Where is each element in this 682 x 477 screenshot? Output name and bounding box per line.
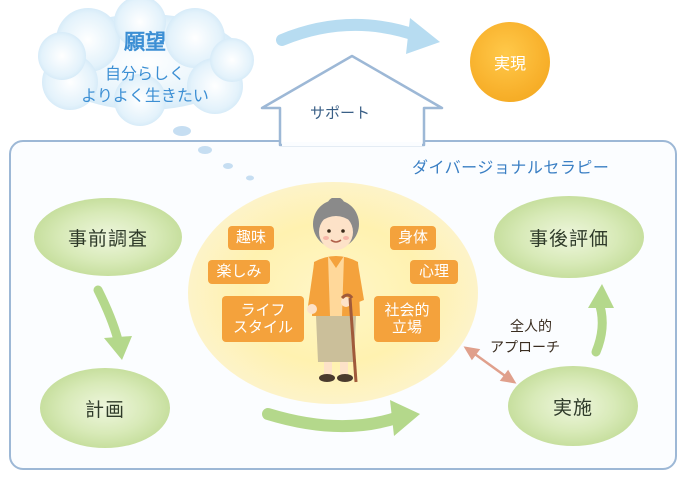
holistic-label-1: 全人的: [510, 319, 552, 335]
goal-circle: 実現: [470, 22, 550, 102]
step-pre-survey: 事前調査: [34, 198, 182, 276]
aspect-lifestyle: ライフ スタイル: [222, 296, 304, 342]
frame-title: ダイバージョナルセラピー: [412, 158, 610, 177]
wish-line-2: よりよく生きたい: [81, 86, 209, 105]
aspect-fun: 楽しみ: [208, 260, 270, 284]
step-post-evaluation: 事後評価: [494, 196, 644, 278]
holistic-label-2: アプローチ: [490, 340, 560, 356]
step-plan: 計画: [40, 368, 170, 448]
aspect-body: 身体: [390, 226, 436, 250]
elderly-person-illustration: [307, 198, 364, 383]
wish-title: 願望: [124, 30, 166, 54]
aspect-social-line-2: 立場: [391, 318, 422, 336]
aspect-lifestyle-line-2: スタイル: [232, 318, 293, 336]
step-implementation: 実施: [508, 366, 638, 446]
aspect-hobby: 趣味: [228, 226, 274, 250]
aspect-social-line-1: 社会的: [384, 300, 430, 319]
aspect-lifestyle-line-1: ライフ: [240, 300, 286, 319]
aspect-social: 社会的 立場: [374, 296, 440, 342]
wish-line-1: 自分らしく: [104, 64, 185, 83]
aspect-mind: 心理: [410, 260, 458, 284]
support-label: サポート: [310, 104, 371, 122]
